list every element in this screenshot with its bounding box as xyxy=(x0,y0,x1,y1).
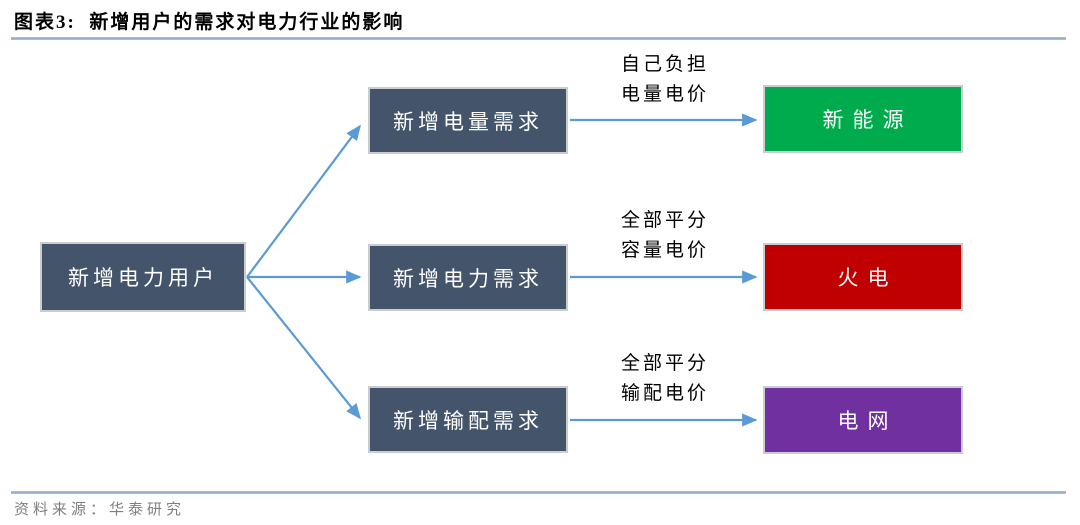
node-demand-power-capacity: 新增电力需求 xyxy=(368,244,568,311)
node-demand-electricity-volume: 新增电量需求 xyxy=(368,87,568,154)
arrow-note-2-line-1: 全部平分 xyxy=(620,210,709,231)
arrow-note-1-line-2: 电量电价 xyxy=(620,84,709,105)
arrow-root-to-demand-1 xyxy=(246,124,361,278)
arrow-note-3-line-1: 全部平分 xyxy=(620,353,709,374)
arrow-note-2: 全部平分 容量电价 xyxy=(575,206,755,266)
arrow-note-3: 全部平分 输配电价 xyxy=(575,349,755,409)
arrow-note-3-line-2: 输配电价 xyxy=(620,383,709,404)
source-note: 资料来源：华泰研究 xyxy=(14,502,186,518)
figure-title: 图表3: 新增用户的需求对电力行业的影响 xyxy=(14,12,405,33)
arrow-note-1: 自己负担 电量电价 xyxy=(575,50,755,110)
footer-divider-line xyxy=(11,491,1066,494)
arrow-note-2-line-2: 容量电价 xyxy=(620,240,709,261)
arrow-root-to-demand-3 xyxy=(246,276,361,420)
node-target-power-grid: 电网 xyxy=(763,386,963,454)
node-new-power-users: 新增电力用户 xyxy=(40,242,246,312)
node-demand-transmission: 新增输配需求 xyxy=(368,386,568,453)
title-divider-line xyxy=(11,37,1066,40)
arrow-note-1-line-1: 自己负担 xyxy=(620,54,709,75)
node-target-new-energy: 新能源 xyxy=(763,85,963,153)
node-target-thermal-power: 火电 xyxy=(763,243,963,311)
